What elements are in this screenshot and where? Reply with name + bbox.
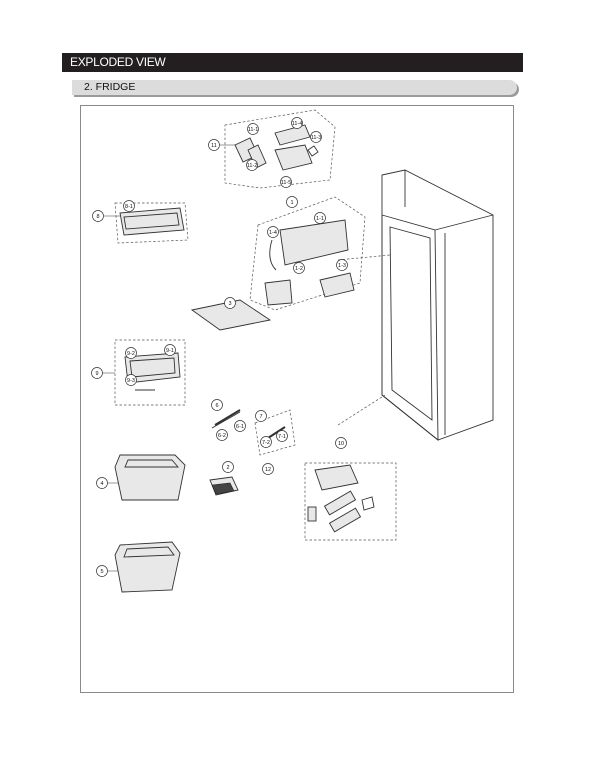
callout-2: 2: [222, 461, 234, 473]
svg-text:11-2: 11-2: [247, 163, 258, 169]
part-group-8: [104, 202, 189, 244]
callout-1-1: 1-1: [314, 212, 326, 224]
refrigerator-body: [337, 169, 494, 441]
callout-6-1: 6-1: [234, 420, 246, 432]
callout-4: 4: [96, 477, 108, 489]
callout-9-2: 9-2: [125, 347, 137, 359]
section-bar: 2. FRIDGE: [72, 80, 517, 95]
callout-11-2: 11-2: [246, 159, 258, 171]
svg-text:9-3: 9-3: [127, 378, 135, 384]
svg-text:9-1: 9-1: [166, 348, 174, 354]
svg-text:11-3: 11-3: [311, 135, 322, 141]
svg-text:11-4: 11-4: [292, 121, 303, 127]
svg-text:8-1: 8-1: [125, 204, 133, 210]
part-group-1: [249, 196, 366, 311]
svg-text:11-5: 11-5: [281, 180, 292, 186]
callout-11-5: 11-5: [280, 176, 292, 188]
part-3: [190, 299, 272, 331]
part-5-crisper-drawer: [108, 541, 181, 593]
svg-text:1-1: 1-1: [316, 216, 324, 222]
callout-11-4: 11-4: [291, 117, 303, 129]
callout-3: 3: [224, 297, 236, 309]
callout-7-2: 7-2: [260, 436, 272, 448]
part-group-6: [211, 409, 241, 429]
svg-text:12: 12: [265, 467, 271, 473]
part-2: [209, 476, 239, 496]
svg-text:3: 3: [228, 301, 231, 307]
part-4-crisper-drawer: [108, 454, 186, 501]
callout-12: 12: [262, 463, 274, 475]
svg-text:6: 6: [215, 403, 218, 409]
callout-1-2: 1-2: [293, 262, 305, 274]
callout-1-4: 1-4: [267, 226, 279, 238]
callout-6-2: 6-2: [216, 429, 228, 441]
svg-text:8: 8: [96, 214, 99, 220]
svg-text:1-2: 1-2: [295, 266, 303, 272]
svg-text:4: 4: [100, 481, 103, 487]
svg-text:10: 10: [338, 441, 344, 447]
callout-6: 6: [211, 399, 223, 411]
exploded-view-diagram: 11 11-1 11-4 11-2 11-3 11-5 8 8-1 1 1-1 …: [91, 109, 494, 593]
svg-text:7-1: 7-1: [278, 434, 286, 440]
svg-text:1-4: 1-4: [269, 230, 277, 236]
callout-10: 10: [335, 437, 347, 449]
svg-text:11-1: 11-1: [248, 127, 259, 133]
callout-8-1: 8-1: [123, 200, 135, 212]
callout-9-1: 9-1: [164, 344, 176, 356]
callout-11-1: 11-1: [247, 123, 259, 135]
svg-text:11: 11: [211, 143, 217, 149]
svg-text:1-3: 1-3: [338, 263, 346, 269]
callout-11: 11: [208, 139, 220, 151]
section-title: 2. FRIDGE: [84, 81, 136, 93]
svg-text:1: 1: [290, 200, 293, 206]
callout-9: 9: [91, 367, 103, 379]
svg-text:9-2: 9-2: [127, 351, 135, 357]
diagram-frame: [80, 105, 514, 693]
svg-text:9: 9: [95, 371, 98, 377]
svg-text:7-2: 7-2: [262, 440, 270, 446]
header-bar: EXPLODED VIEW: [62, 53, 523, 72]
part-group-9: [102, 339, 186, 406]
page-title: EXPLODED VIEW: [70, 55, 166, 69]
part-group-11: [220, 109, 336, 189]
callout-7: 7: [255, 410, 267, 422]
callout-7-1: 7-1: [276, 430, 288, 442]
svg-text:6-2: 6-2: [218, 433, 226, 439]
callout-11-3: 11-3: [310, 131, 322, 143]
part-group-10-water-filter: [304, 462, 397, 541]
svg-text:7: 7: [259, 414, 262, 420]
callout-1-3: 1-3: [336, 259, 348, 271]
svg-text:6-1: 6-1: [236, 424, 244, 430]
callout-5: 5: [96, 565, 108, 577]
callout-9-3: 9-3: [125, 374, 137, 386]
svg-text:5: 5: [100, 569, 103, 575]
svg-text:2: 2: [226, 465, 229, 471]
callout-1: 1: [286, 196, 298, 208]
callout-8: 8: [92, 210, 104, 222]
